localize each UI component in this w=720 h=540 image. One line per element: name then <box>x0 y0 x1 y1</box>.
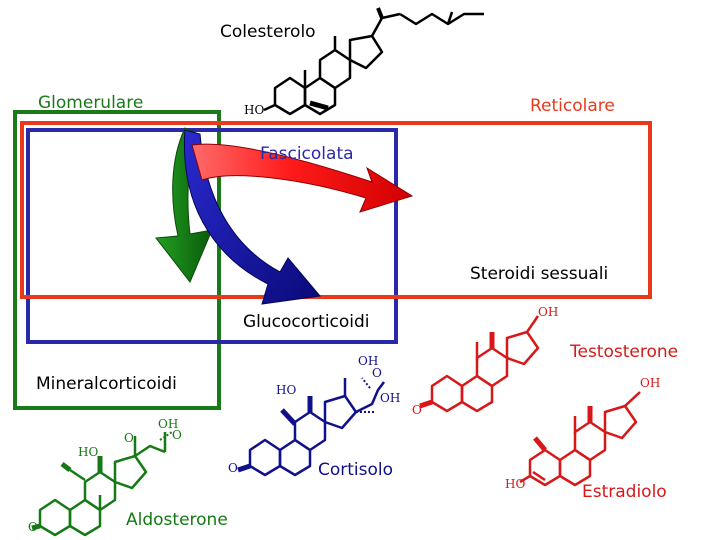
cholesterol-ho-label: HO <box>244 103 265 117</box>
zone-fascicolata-label: Fascicolata <box>260 144 354 164</box>
aldosterone-structure <box>31 431 173 537</box>
compound-estradiolo: Estradiolo <box>582 482 667 502</box>
cortisolo-oh-top: OH <box>358 354 379 368</box>
zone-glomerulare-label: Glomerulare <box>38 93 144 113</box>
testosterone-structure <box>419 315 540 413</box>
compound-cortisolo: Cortisolo <box>318 460 394 480</box>
zone-reticolare-box <box>20 121 652 299</box>
aldosterone-o-top: O <box>172 428 182 442</box>
aldosterone-o-mid: O <box>124 431 134 445</box>
zone-reticolare-label: Reticolare <box>530 96 615 116</box>
class-steroidi-sessuali: Steroidi sessuali <box>470 264 609 284</box>
cortisolo-oh-right: OH <box>380 391 401 405</box>
estradiolo-ho: HO <box>505 477 526 491</box>
cortisolo-structure <box>237 377 385 477</box>
aldosterone-o-bottom: O <box>28 520 38 534</box>
zone-glomerulare-box <box>13 110 221 410</box>
arrow-red <box>191 143 414 213</box>
estradiolo-structure <box>519 391 641 487</box>
class-glucocorticoidi: Glucocorticoidi <box>243 312 370 332</box>
compound-aldosterone: Aldosterone <box>126 510 228 530</box>
aldosterone-ho: HO <box>78 445 99 459</box>
zone-fascicolata-box <box>26 128 398 344</box>
compound-testosterone: Testosterone <box>570 342 679 362</box>
cortisolo-o-bottom: O <box>228 461 238 475</box>
cortisolo-ho: HO <box>276 383 297 397</box>
estradiolo-oh: OH <box>640 376 661 390</box>
cholesterol-label: Colesterolo <box>220 22 316 42</box>
class-mineralcorticoidi: Mineralcorticoidi <box>36 374 177 394</box>
cortisolo-o-top: O <box>372 366 382 380</box>
testosterone-o: O <box>412 403 422 417</box>
testosterone-oh: OH <box>538 305 559 319</box>
cholesterol-structure <box>263 7 484 116</box>
aldosterone-oh: OH <box>158 417 179 431</box>
